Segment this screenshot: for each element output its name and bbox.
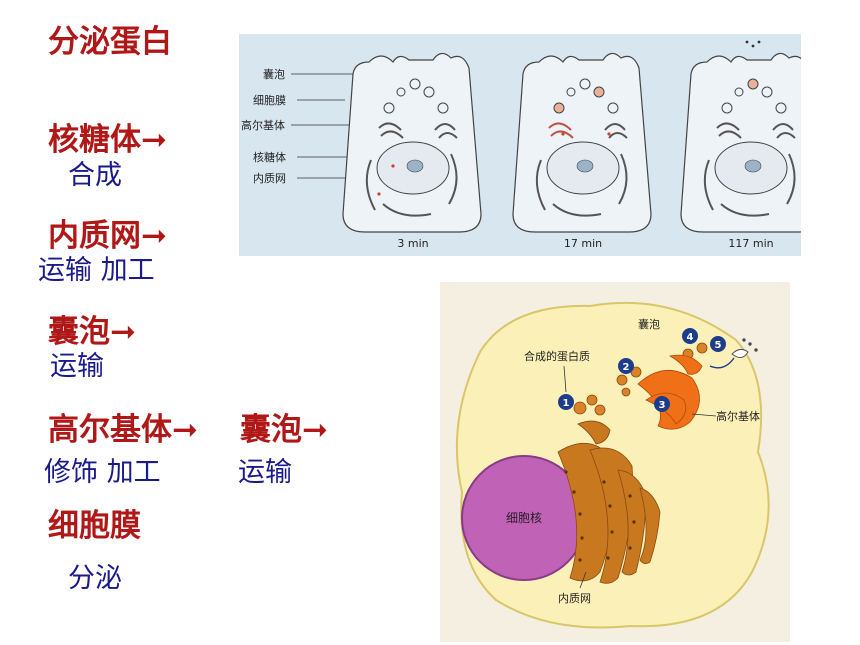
label-golgi: 高尔基体 (241, 118, 285, 132)
time-course-figure: 囊泡 细胞膜 高尔基体 核糖体 内质网 (239, 34, 801, 256)
step-golgi-action: 修饰 加工 (44, 457, 161, 488)
time-3min: 3 min (397, 237, 428, 250)
label-vesicle: 囊泡 (263, 67, 285, 81)
cell-117min (680, 40, 801, 233)
step-ribosome-action: 合成 (68, 160, 122, 191)
arrow-icon: ➞ (302, 412, 328, 448)
time-117min: 117 min (728, 237, 773, 250)
label-ribosome: 核糖体 (253, 150, 286, 164)
arrow-icon: ➞ (172, 412, 198, 448)
label-er-bottom: 内质网 (558, 591, 591, 605)
secretion-exit (709, 338, 758, 369)
step-membrane-action: 分泌 (68, 563, 122, 594)
cell-17min (512, 52, 652, 233)
step-marker-5 (710, 336, 726, 352)
step-label-5: 5 (715, 340, 722, 351)
step-marker-4 (682, 328, 698, 344)
step-marker-1 (558, 394, 574, 410)
label-nucleus: 细胞核 (506, 511, 542, 525)
step-label-1: 1 (563, 398, 570, 409)
cell-3min (342, 52, 482, 233)
step-markers: 1 2 3 4 5 (558, 328, 726, 412)
step-vesicle-2-name: 囊泡 (240, 412, 302, 448)
arrow-icon: ➞ (110, 314, 136, 350)
pathway-labels: 囊泡 合成的蛋白质 高尔基体 内质网 (524, 317, 760, 605)
step-er-action: 运输 加工 (38, 255, 155, 286)
step-er-name: 内质网 (48, 218, 141, 254)
secretion-pathway-figure: 细胞核 1 2 3 4 (440, 282, 790, 642)
step-label-4: 4 (687, 332, 694, 343)
step-ribosome-name: 核糖体 (48, 122, 141, 158)
er-shape (557, 420, 661, 584)
step-label-2: 2 (623, 362, 630, 373)
step-vesicle-2: 囊泡➞ (240, 404, 328, 449)
step-golgi: 高尔基体➞ (48, 404, 198, 449)
time-labels: 3 min 17 min 117 min (397, 237, 773, 250)
ribosome-dots (564, 470, 636, 562)
step-golgi-name: 高尔基体 (48, 412, 172, 448)
step-vesicle-2-action: 运输 (238, 457, 292, 488)
label-synthesized-protein: 合成的蛋白质 (524, 349, 590, 363)
step-marker-3 (654, 396, 670, 412)
time-course-labels: 囊泡 细胞膜 高尔基体 核糖体 内质网 (241, 67, 373, 185)
step-vesicle-1-action: 运输 (50, 351, 104, 382)
arrow-icon: ➞ (141, 122, 167, 158)
step-er: 内质网➞ (48, 210, 167, 255)
label-membrane: 细胞膜 (253, 94, 286, 107)
step-vesicle-1: 囊泡➞ (48, 306, 136, 351)
step-vesicle-1-name: 囊泡 (48, 314, 110, 350)
arrow-icon: ➞ (141, 218, 167, 254)
step-ribosome: 核糖体➞ (48, 114, 167, 159)
title-secretory-protein: 分泌蛋白 (48, 24, 172, 60)
time-17min: 17 min (564, 237, 602, 250)
step-membrane: 细胞膜 (48, 508, 141, 544)
step-label-3: 3 (659, 400, 666, 411)
label-golgi-bottom: 高尔基体 (716, 409, 760, 423)
label-er: 内质网 (253, 171, 286, 185)
step-marker-2 (618, 358, 634, 374)
label-vesicle-bottom: 囊泡 (638, 317, 660, 331)
